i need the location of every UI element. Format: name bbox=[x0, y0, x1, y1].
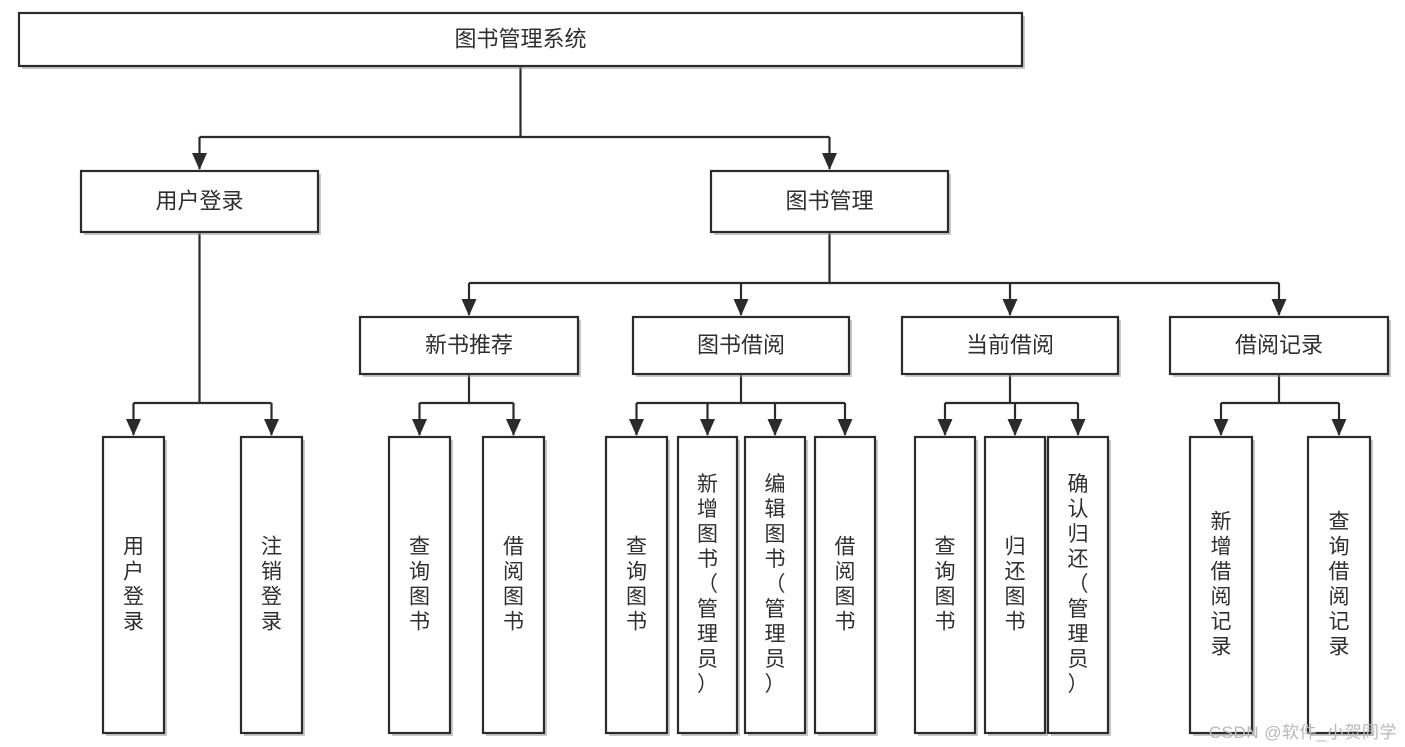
connector-group-book-manage bbox=[461, 232, 1287, 316]
leaf-label: 归还图书 bbox=[1005, 536, 1026, 634]
node-leaf-leaf-query-borrow-record[interactable]: 查询借阅记录 bbox=[1306, 435, 1373, 736]
node-level3-book-borrow[interactable]: 图书借阅 bbox=[631, 315, 852, 377]
node-layer: 图书管理系统用户登录图书管理新书推荐图书借阅当前借阅借阅记录用户登录注销登录查询… bbox=[17, 11, 1391, 736]
node-label: 图书管理系统 bbox=[454, 26, 586, 51]
node-level2-user-login[interactable]: 用户登录 bbox=[79, 169, 321, 235]
connector-group-borrow-record bbox=[1213, 374, 1347, 436]
node-leaf-leaf-add-book[interactable]: 新增图书（管理员） bbox=[676, 435, 740, 736]
arrow-head-icon bbox=[1271, 299, 1287, 316]
arrow-head-icon bbox=[412, 419, 427, 436]
node-label: 用户登录 bbox=[155, 188, 243, 213]
connector-group-book-borrow bbox=[629, 374, 853, 436]
node-label: 图书管理 bbox=[785, 188, 873, 213]
arrow-head-icon bbox=[700, 419, 715, 436]
arrow-head-icon bbox=[506, 419, 521, 436]
node-label: 借阅记录 bbox=[1235, 332, 1323, 357]
connector-group-user-login bbox=[126, 232, 279, 436]
leaf-label: 用户登录 bbox=[123, 536, 144, 634]
arrow-head-icon bbox=[192, 153, 207, 170]
arrow-head-icon bbox=[461, 299, 477, 316]
leaf-label: 查询图书 bbox=[626, 536, 647, 634]
node-leaf-leaf-return-book[interactable]: 归还图书 bbox=[983, 435, 1048, 736]
node-leaf-leaf-user-login[interactable]: 用户登录 bbox=[101, 435, 167, 736]
arrow-head-icon bbox=[126, 419, 141, 436]
leaf-label: 查询图书 bbox=[935, 536, 956, 634]
node-level3-new-book-recommend[interactable]: 新书推荐 bbox=[358, 315, 581, 377]
arrow-head-icon bbox=[1002, 299, 1018, 316]
arrow-head-icon bbox=[1070, 419, 1086, 436]
node-label: 图书借阅 bbox=[697, 332, 785, 357]
connector-group-new-book-recommend bbox=[412, 374, 521, 436]
node-leaf-leaf-query-book-current[interactable]: 查询图书 bbox=[913, 435, 978, 736]
node-level3-borrow-record[interactable]: 借阅记录 bbox=[1168, 315, 1391, 377]
arrow-head-icon bbox=[822, 153, 837, 170]
arrow-head-icon bbox=[629, 419, 644, 436]
node-leaf-leaf-add-borrow-record[interactable]: 新增借阅记录 bbox=[1188, 435, 1255, 736]
node-leaf-leaf-query-book-borrow[interactable]: 查询图书 bbox=[604, 435, 670, 736]
node-leaf-leaf-borrow-book-rec[interactable]: 借阅图书 bbox=[481, 435, 547, 736]
node-leaf-leaf-logout-login[interactable]: 注销登录 bbox=[239, 435, 305, 736]
node-leaf-leaf-edit-book[interactable]: 编辑图书（管理员） bbox=[743, 435, 808, 736]
arrow-head-icon bbox=[733, 299, 749, 316]
connector-group-current-borrow bbox=[937, 374, 1086, 436]
arrow-head-icon bbox=[937, 419, 953, 436]
leaf-label: 查询图书 bbox=[409, 536, 430, 634]
leaf-label: 查询借阅记录 bbox=[1329, 511, 1350, 659]
leaf-label: 编辑图书（管理员） bbox=[765, 473, 786, 696]
leaf-label: 新增图书（管理员） bbox=[697, 473, 718, 696]
node-leaf-leaf-borrow-book[interactable]: 借阅图书 bbox=[813, 435, 878, 736]
leaf-label: 注销登录 bbox=[261, 536, 282, 634]
node-root[interactable]: 图书管理系统 bbox=[17, 11, 1025, 69]
arrow-head-icon bbox=[767, 419, 783, 436]
leaf-label: 确认归还（管理员） bbox=[1068, 473, 1089, 696]
node-label: 新书推荐 bbox=[425, 332, 513, 357]
arrow-head-icon bbox=[264, 419, 279, 436]
arrow-head-icon bbox=[837, 419, 853, 436]
node-level3-current-borrow[interactable]: 当前借阅 bbox=[900, 315, 1121, 377]
leaf-label: 借阅图书 bbox=[503, 536, 524, 634]
node-leaf-leaf-query-book-rec[interactable]: 查询图书 bbox=[387, 435, 453, 736]
connector-layer bbox=[126, 66, 1347, 436]
arrow-head-icon bbox=[1331, 419, 1347, 436]
arrow-head-icon bbox=[1007, 419, 1023, 436]
arrow-head-icon bbox=[1213, 419, 1229, 436]
node-level2-book-manage[interactable]: 图书管理 bbox=[709, 169, 951, 235]
node-label: 当前借阅 bbox=[966, 332, 1054, 357]
node-leaf-leaf-confirm-return[interactable]: 确认归还（管理员） bbox=[1046, 435, 1111, 736]
connector-group-root bbox=[192, 66, 837, 170]
leaf-label: 借阅图书 bbox=[835, 536, 856, 634]
leaf-label: 新增借阅记录 bbox=[1211, 511, 1232, 659]
